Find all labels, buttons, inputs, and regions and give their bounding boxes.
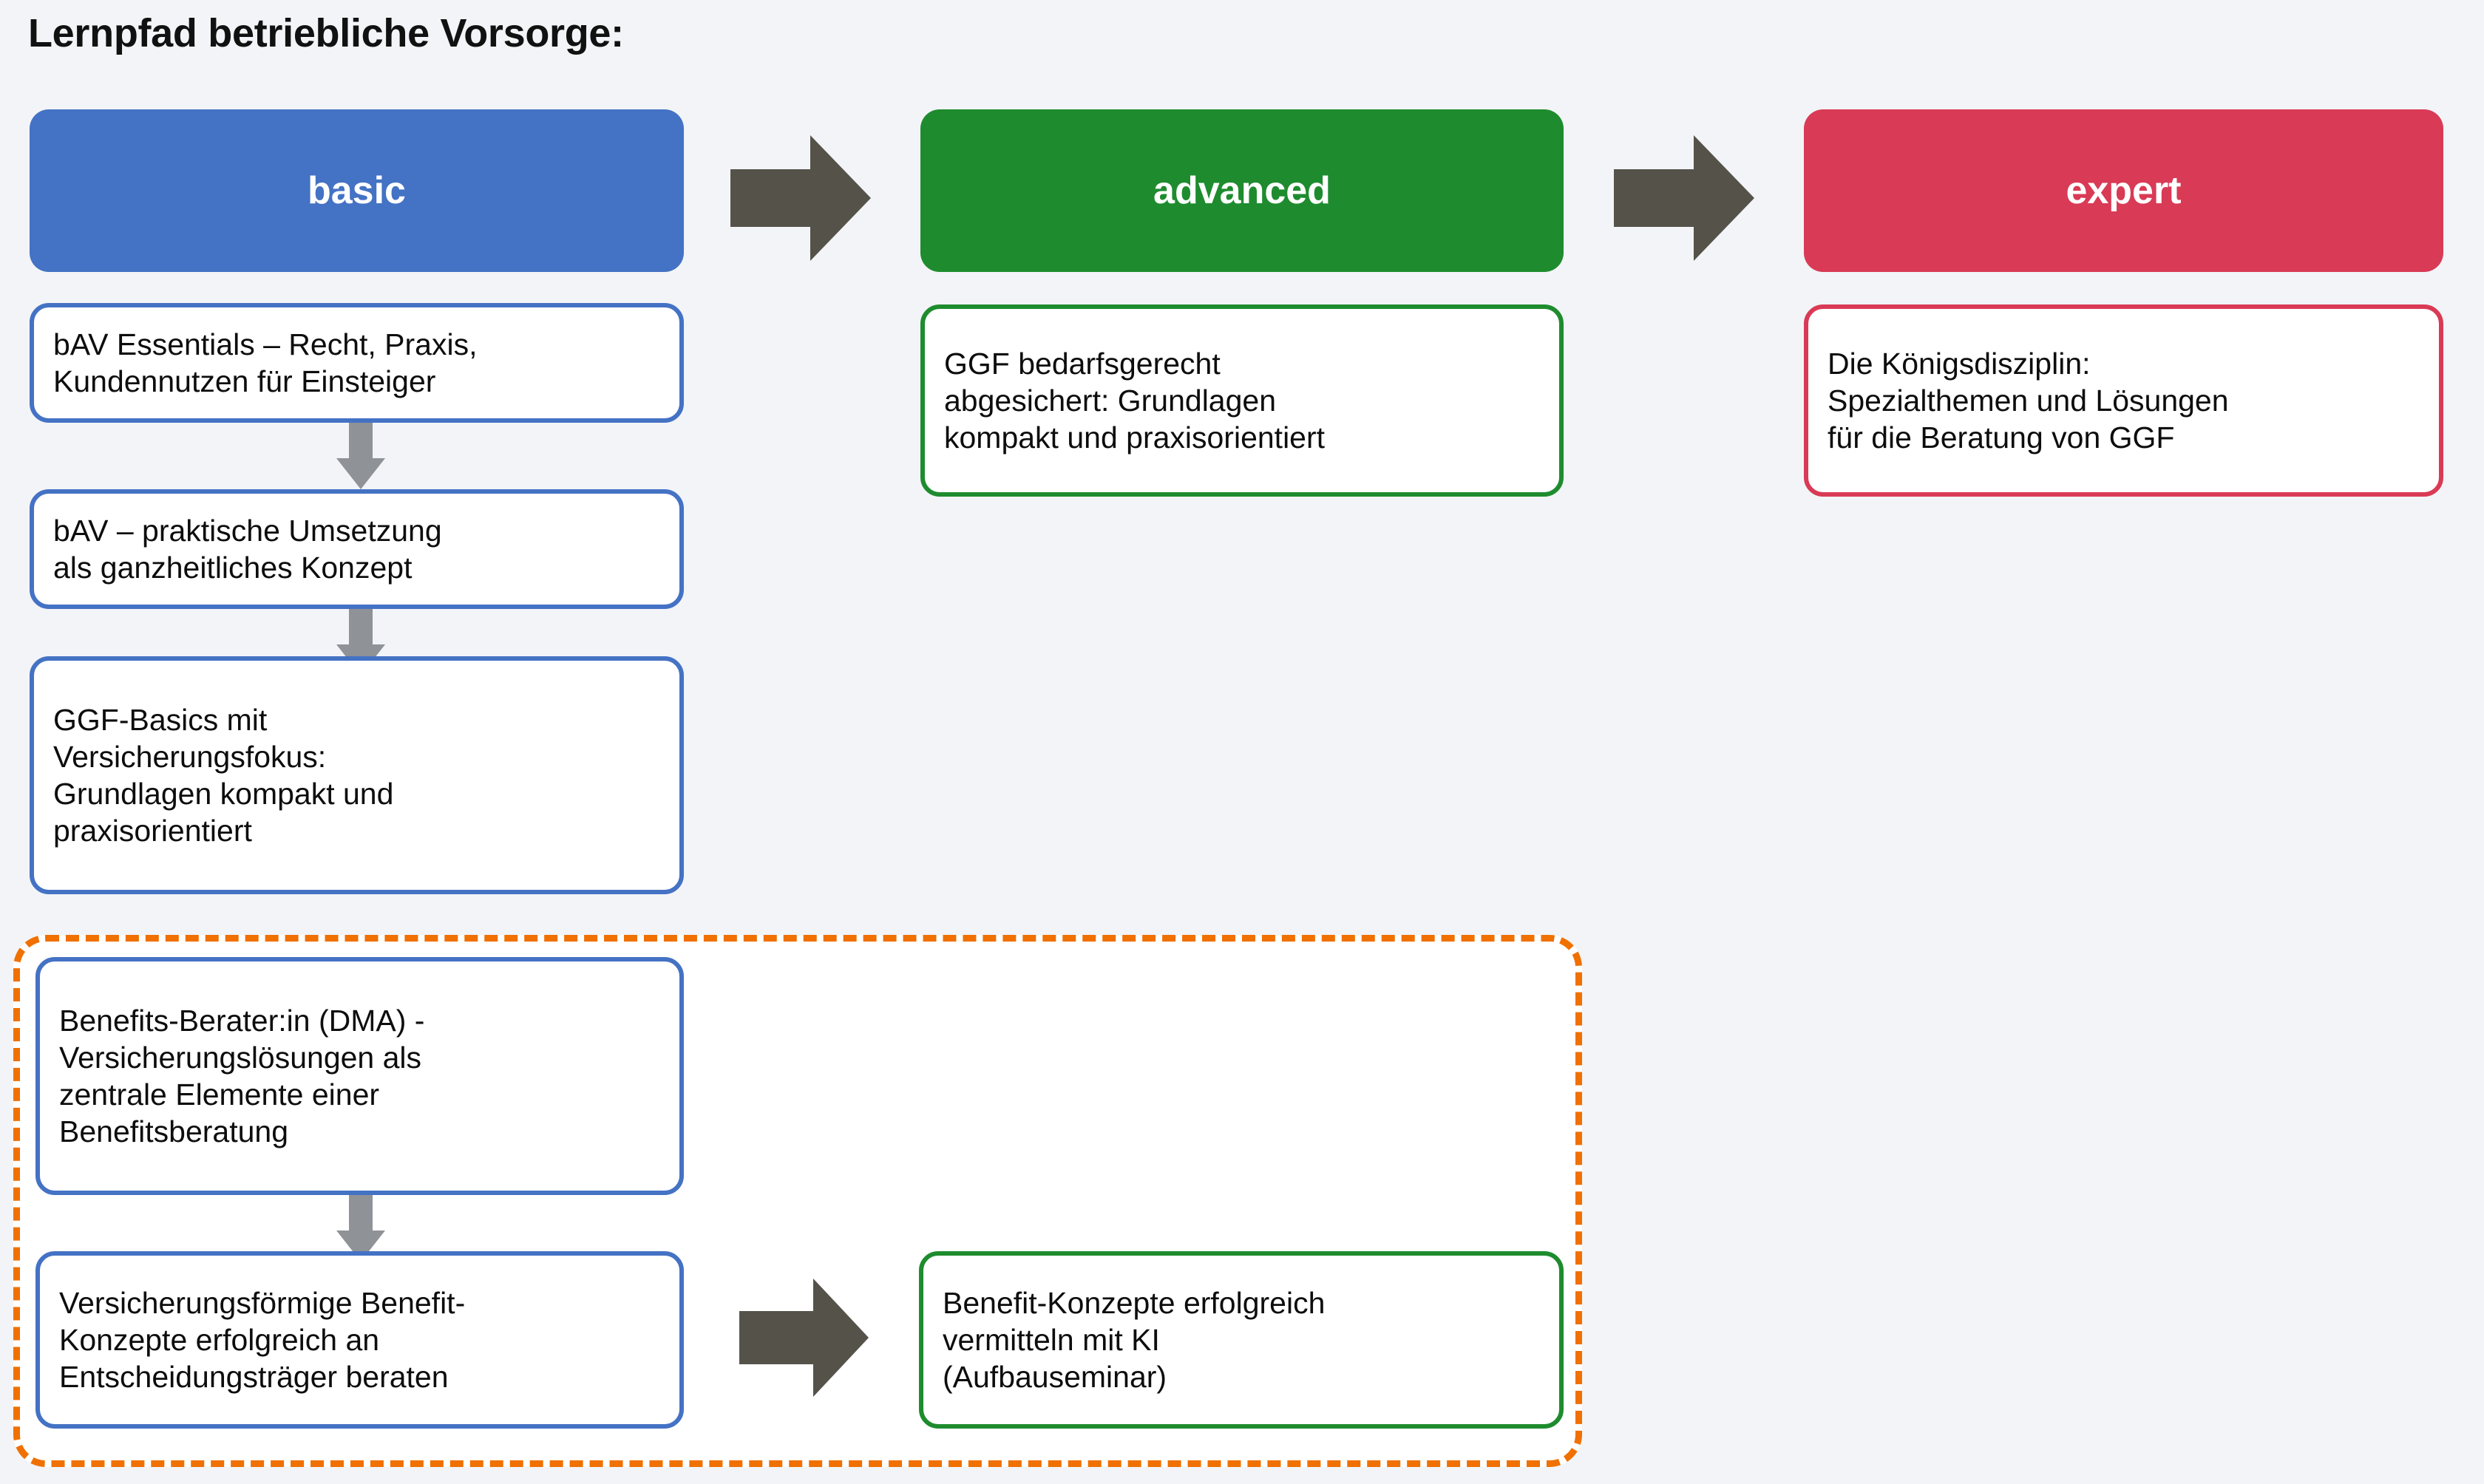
column-header-basic[interactable]: basic	[30, 109, 684, 272]
arrow-group-basic-1-to-2-icon	[336, 1195, 385, 1262]
column-header-expert-label: expert	[2066, 169, 2182, 212]
card-group-basic-2-text: Versicherungsförmige Benefit- Konzepte e…	[59, 1285, 466, 1394]
card-group-basic-2[interactable]: Versicherungsförmige Benefit- Konzepte e…	[35, 1251, 684, 1429]
arrow-basic-to-advanced-icon	[730, 135, 871, 261]
page-title: Lernpfad betriebliche Vorsorge:	[28, 11, 624, 55]
card-basic-1-text: bAV Essentials – Recht, Praxis, Kundennu…	[53, 327, 478, 398]
column-header-expert[interactable]: expert	[1804, 109, 2443, 272]
card-basic-1[interactable]: bAV Essentials – Recht, Praxis, Kundennu…	[30, 303, 684, 423]
card-basic-2-text: bAV – praktische Umsetzung als ganzheitl…	[53, 513, 442, 585]
column-header-advanced-label: advanced	[1153, 169, 1331, 212]
arrow-group-basic-to-advanced-icon	[739, 1279, 869, 1397]
card-group-advanced-1-text: Benefit-Konzepte erfolgreich vermitteln …	[943, 1285, 1326, 1394]
column-header-advanced[interactable]: advanced	[920, 109, 1564, 272]
arrow-basic-1-to-2-icon	[336, 423, 385, 489]
column-header-basic-label: basic	[308, 169, 406, 212]
card-group-basic-1-text: Benefits-Berater:in (DMA) - Versicherung…	[59, 1003, 425, 1149]
card-expert-1-text: Die Königsdisziplin: Spezialthemen und L…	[1828, 346, 2229, 455]
card-basic-3[interactable]: GGF-Basics mit Versicherungsfokus: Grund…	[30, 656, 684, 894]
card-basic-2[interactable]: bAV – praktische Umsetzung als ganzheitl…	[30, 489, 684, 609]
card-expert-1[interactable]: Die Königsdisziplin: Spezialthemen und L…	[1804, 304, 2443, 497]
card-group-advanced-1[interactable]: Benefit-Konzepte erfolgreich vermitteln …	[919, 1251, 1564, 1429]
arrow-advanced-to-expert-icon	[1614, 135, 1754, 261]
card-basic-3-text: GGF-Basics mit Versicherungsfokus: Grund…	[53, 702, 394, 848]
card-group-basic-1[interactable]: Benefits-Berater:in (DMA) - Versicherung…	[35, 957, 684, 1195]
card-advanced-1[interactable]: GGF bedarfsgerecht abgesichert: Grundlag…	[920, 304, 1564, 497]
card-advanced-1-text: GGF bedarfsgerecht abgesichert: Grundlag…	[944, 346, 1326, 455]
